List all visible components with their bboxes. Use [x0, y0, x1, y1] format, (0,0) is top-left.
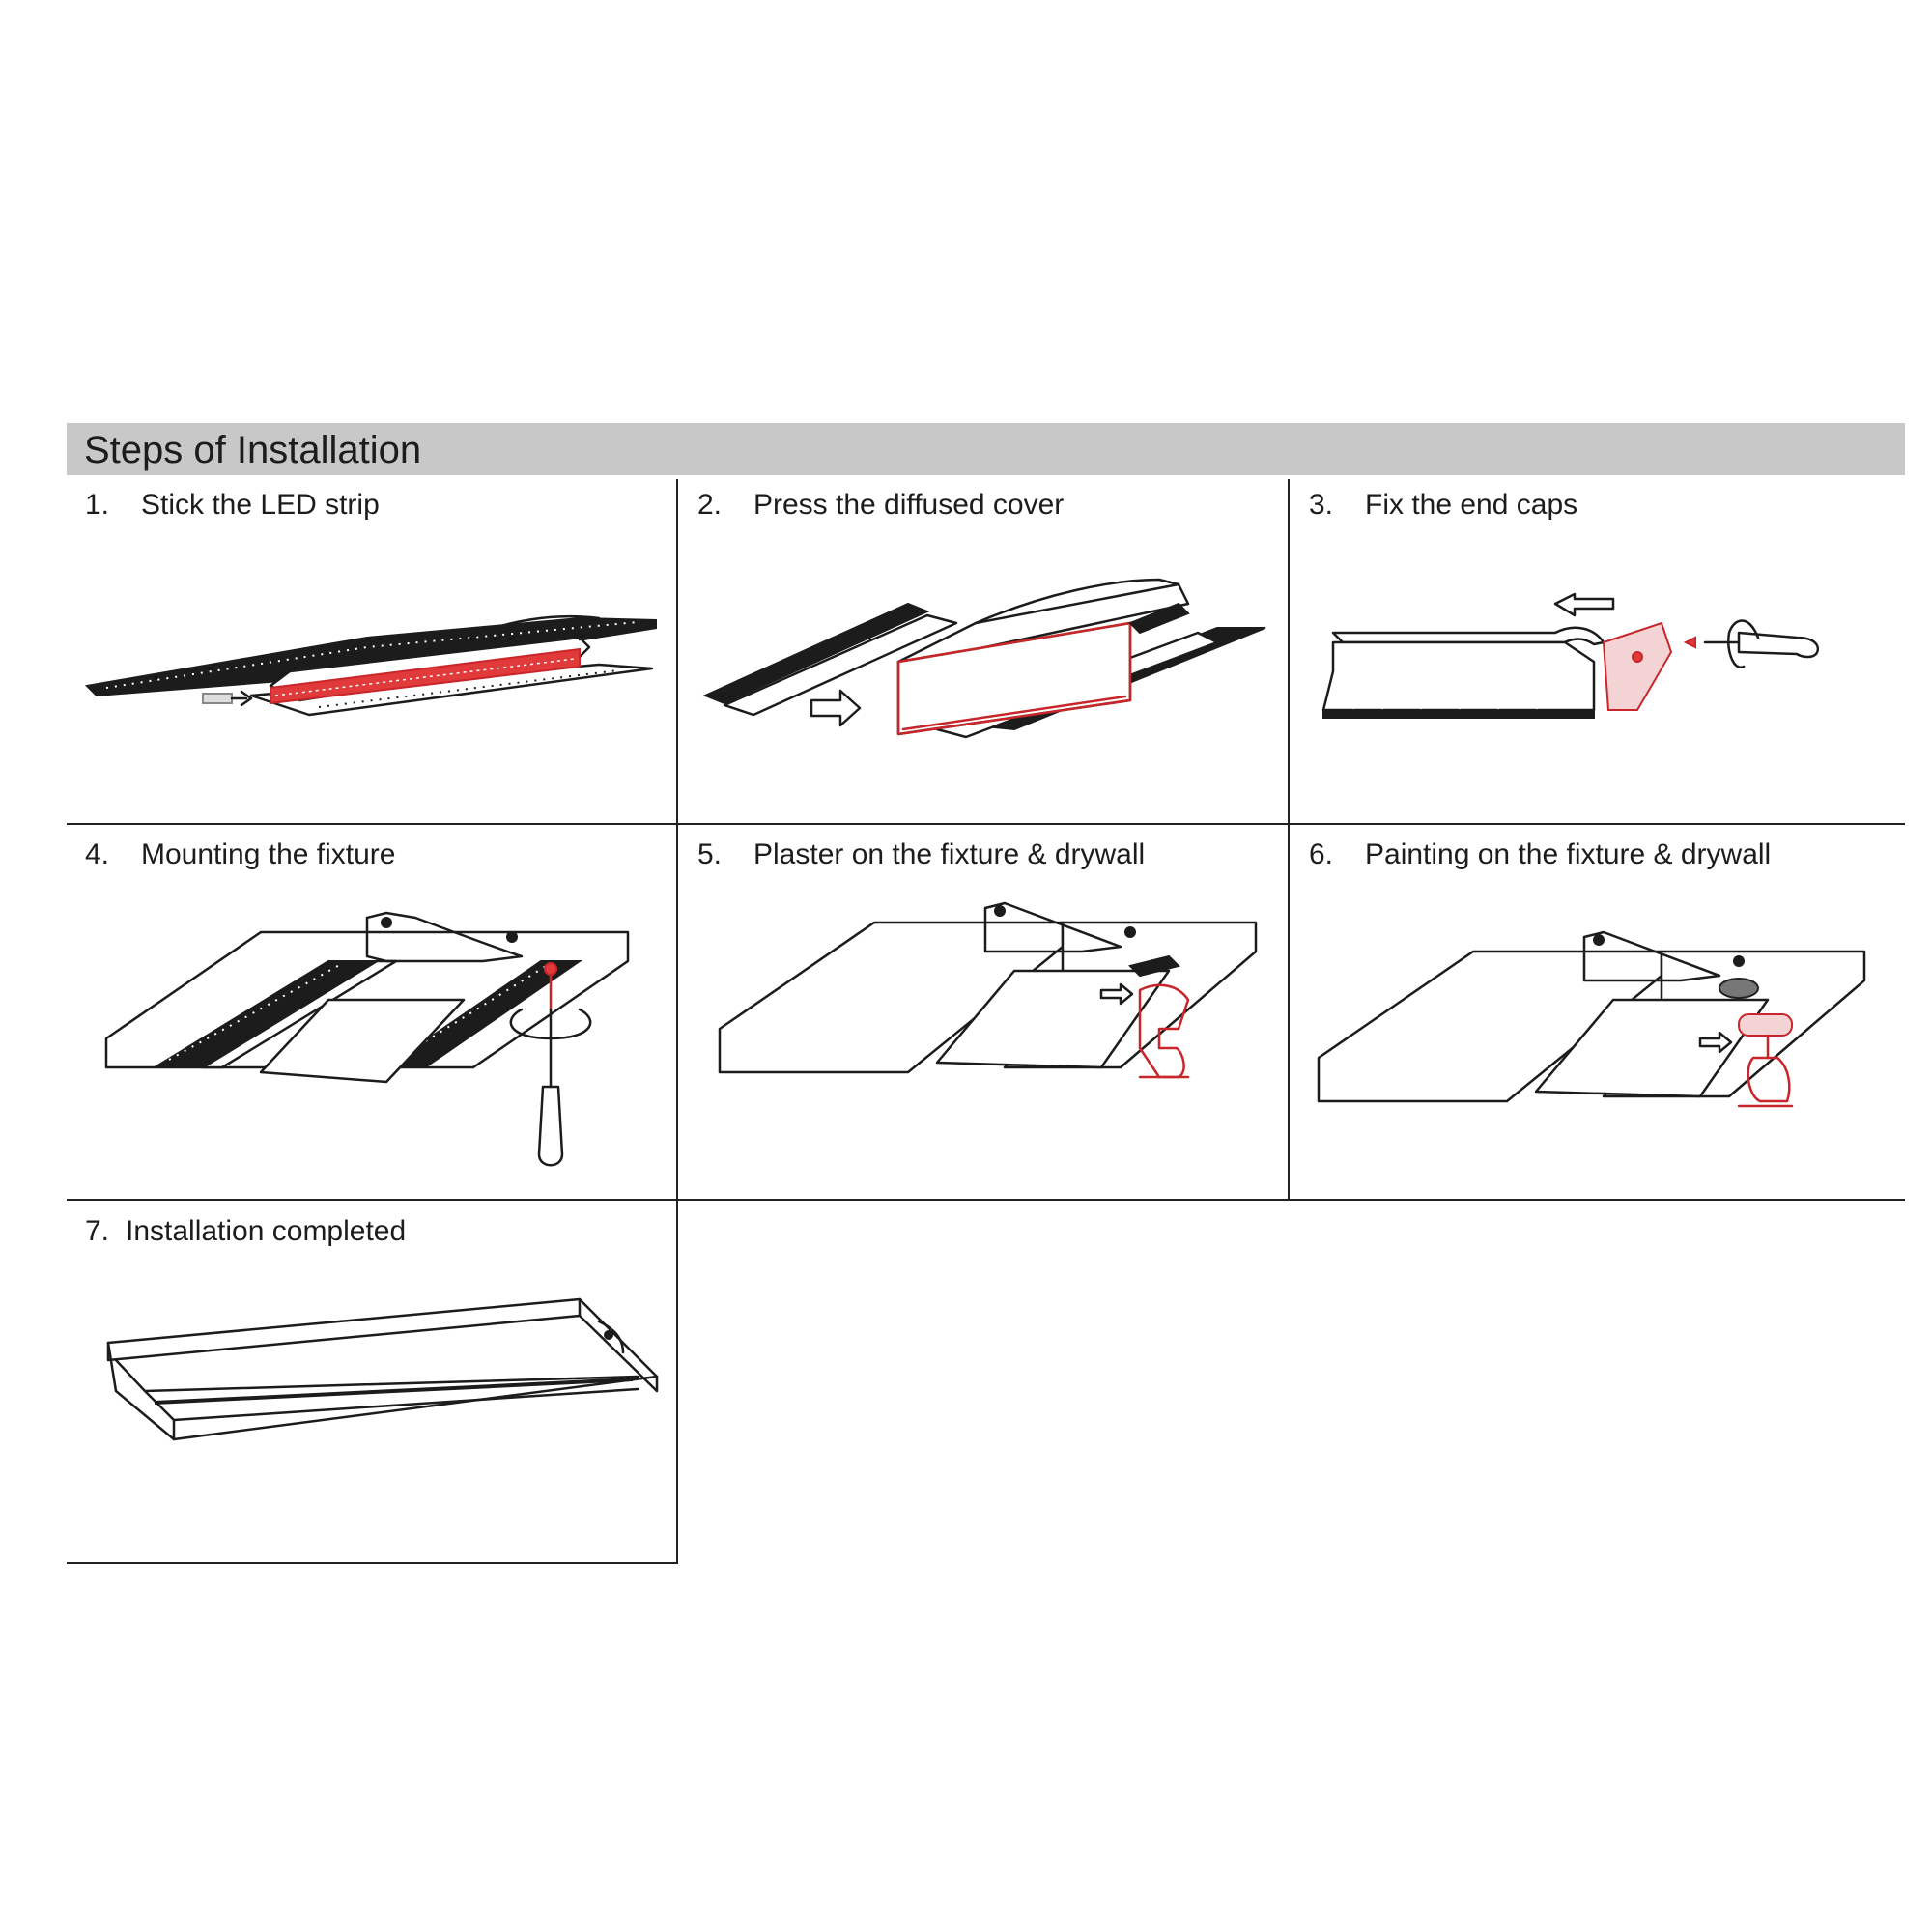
step-number: 3. — [1309, 489, 1334, 521]
step-2-illustration — [702, 578, 1266, 739]
step-text: Fix the end caps — [1365, 489, 1578, 521]
step-1-label: 1. Stick the LED strip — [85, 489, 380, 522]
step-number: 4. — [85, 838, 110, 870]
step-4-illustration — [104, 911, 630, 1167]
step-7-illustration — [106, 1297, 659, 1441]
step-6-label: 6. Painting on the fixture & drywall — [1309, 838, 1771, 871]
step-number: 5. — [697, 838, 723, 870]
step-1-illustration — [84, 615, 657, 717]
step-6-illustration — [1317, 930, 1866, 1108]
step-number: 6. — [1309, 838, 1334, 870]
grid-divider-h1 — [67, 823, 1905, 825]
section-title: Steps of Installation — [84, 429, 422, 471]
step-5-label: 5. Plaster on the fixture & drywall — [697, 838, 1145, 871]
step-number: 2. — [697, 489, 723, 521]
step-number: 1. — [85, 489, 110, 521]
step-text: Painting on the fixture & drywall — [1365, 838, 1772, 870]
section-header-bar: Steps of Installation — [67, 423, 1905, 475]
grid-divider-v2 — [1288, 479, 1290, 1200]
step-text: Stick the LED strip — [141, 489, 380, 521]
step-text: Installation completed — [126, 1215, 407, 1247]
step-4-label: 4. Mounting the fixture — [85, 838, 395, 871]
step-2-label: 2. Press the diffused cover — [697, 489, 1064, 522]
grid-divider-v1 — [676, 479, 678, 1563]
step-text: Press the diffused cover — [753, 489, 1065, 521]
step-3-label: 3. Fix the end caps — [1309, 489, 1577, 522]
grid-divider-h3 — [67, 1562, 678, 1564]
grid-divider-h2 — [67, 1199, 1905, 1201]
step-3-illustration — [1321, 592, 1820, 719]
step-5-illustration — [718, 901, 1258, 1079]
step-text: Plaster on the fixture & drywall — [753, 838, 1146, 870]
step-text: Mounting the fixture — [141, 838, 396, 870]
step-7-label: 7. Installation completed — [85, 1215, 406, 1248]
step-number: 7. — [85, 1215, 110, 1247]
